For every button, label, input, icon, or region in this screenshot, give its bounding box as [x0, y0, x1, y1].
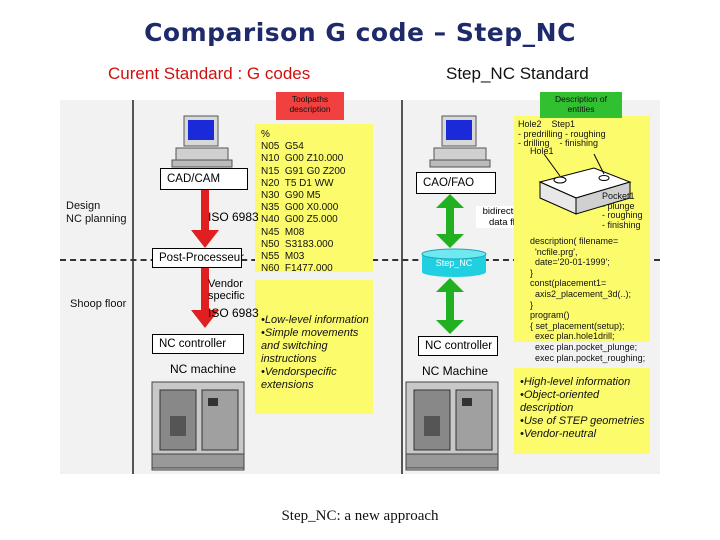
gcode-line: N45 M08	[261, 226, 305, 238]
bullet-item: •High-level information	[520, 376, 631, 388]
design-nc-planning-label: Design NC planning	[66, 200, 127, 225]
right-column-heading: Step_NC Standard	[446, 64, 589, 83]
plunge-label: - plunge	[602, 200, 635, 211]
bullet-item: •Low-level information	[261, 314, 369, 326]
nc-controller-box-right: NC controller	[418, 336, 498, 356]
drilling-label: - drilling	[518, 138, 550, 148]
nc-machine-label-left: NC machine	[170, 362, 237, 376]
bullet-item: •Vendorspecific extensions	[261, 366, 337, 391]
predrilling-label: - predrilling	[518, 128, 563, 139]
step-nc-properties-list: •High-level information•Object-oriented …	[514, 368, 650, 441]
green-double-arrow-bottom	[436, 278, 464, 334]
green-double-arrow-top	[436, 194, 464, 248]
computer-icon	[171, 115, 233, 168]
gcode-line: %	[261, 129, 270, 140]
gcode-line: N30 G90 M5	[261, 190, 321, 202]
toolpaths-description-callout: Toolpaths description	[276, 92, 344, 120]
step-code-line: exec plan.hole1drill;	[530, 331, 615, 342]
gcode-line: N55 M03	[261, 251, 305, 263]
center-divider-line	[401, 100, 403, 474]
step-nc-label: Step_NC	[435, 258, 473, 268]
bullet-item: •Simple movements and switching instruct…	[261, 327, 359, 365]
step-nc-cylinder	[421, 248, 487, 277]
bullet-item: •Use of STEP geometries	[520, 415, 645, 427]
page-title: Comparison G code – Step_NC	[144, 18, 576, 47]
finishing2-label: - finishing	[602, 219, 641, 230]
left-column-heading: Curent Standard : G codes	[108, 64, 311, 83]
vendor-specific-label: Vendor specific	[208, 278, 245, 302]
pocket1-label: Pocket1	[602, 191, 635, 201]
gcode-line: N40 G00 Z5.000	[261, 214, 338, 226]
gcode-line: N50 S3183.000	[261, 238, 334, 250]
gcode-properties-panel: •Low-level information•Simple movements …	[255, 280, 373, 414]
hole1-label: Hole1	[530, 146, 554, 156]
step-code-line: { set_placement(setup);	[530, 320, 625, 331]
hole2-label: Hole2	[518, 119, 542, 129]
step-nc-code-listing: description( filename= 'ncfile.prg', dat…	[530, 236, 645, 363]
computer-icon-right	[429, 115, 491, 168]
step-nc-properties-panel: •High-level information•Object-oriented …	[514, 368, 650, 454]
step-code-line: }	[530, 299, 534, 310]
step-code-line: }	[530, 267, 534, 278]
red-arrow-down-2	[191, 268, 219, 328]
gcode-line: N20 T5 D1 WW	[261, 177, 334, 189]
finishing1-label: - finishing	[559, 138, 599, 148]
step-code-line: exec plan.pocket_plunge;	[530, 341, 638, 352]
step1-label: Step1	[551, 119, 576, 129]
description-of-entities-callout: Description of entities	[540, 92, 622, 118]
bullet-item: •Vendor-neutral	[520, 428, 597, 440]
gcode-line: N60 F1477.000	[261, 263, 333, 275]
gcode-properties-list: •Low-level information•Simple movements …	[255, 280, 373, 392]
step-code-line: axis2_placement_3d(..);	[530, 288, 632, 299]
step-code-line: program()	[530, 310, 570, 321]
gcode-line: N10 G00 Z10.000	[261, 153, 344, 165]
red-arrow-down-1	[191, 190, 219, 248]
step-code-line: const(placement1=	[530, 278, 607, 289]
cao-fao-box: CAO/FAO	[416, 172, 496, 194]
iso-6983-label-top: ISO 6983	[208, 210, 259, 224]
cad-cam-box: CAD/CAM	[160, 168, 248, 190]
step-code-line: 'ncfile.prg',	[530, 246, 578, 257]
cnc-machine-icon-right	[405, 381, 499, 471]
step-code-line: date='20-01-1999';	[530, 257, 610, 268]
iso-6983-label-bottom: ISO 6983	[208, 306, 259, 320]
cnc-machine-icon-left	[151, 381, 245, 471]
bullet-item: •Object-oriented description	[520, 389, 600, 414]
slide-caption: Step_NC: a new approach	[281, 508, 439, 524]
step-nc-panel	[514, 116, 650, 342]
step-code-line: description( filename=	[530, 236, 619, 246]
feature-labels: Hole2 Step1 - predrilling - roughing - d…	[518, 119, 606, 149]
gcode-line: N35 G00 X0.000	[261, 202, 339, 214]
left-divider-line	[132, 100, 134, 474]
roughing1-label: - roughing	[565, 128, 606, 139]
nc-controller-box-left: NC controller	[152, 334, 244, 354]
nc-machine-label-right: NC Machine	[422, 364, 489, 378]
step-code-line: exec plan.pocket_roughing;	[530, 352, 646, 363]
shop-floor-label: Shoop floor	[70, 298, 127, 310]
post-processor-box: Post-Processeur	[152, 248, 244, 268]
part-3d-icon	[538, 153, 632, 215]
gcode-line: N15 G91 G0 Z200	[261, 165, 346, 177]
pocket1-labels: Pocket1 - plunge - roughing - finishing	[602, 191, 643, 230]
gcode-line: N05 G54	[261, 141, 304, 153]
roughing2-label: - roughing	[602, 210, 643, 220]
